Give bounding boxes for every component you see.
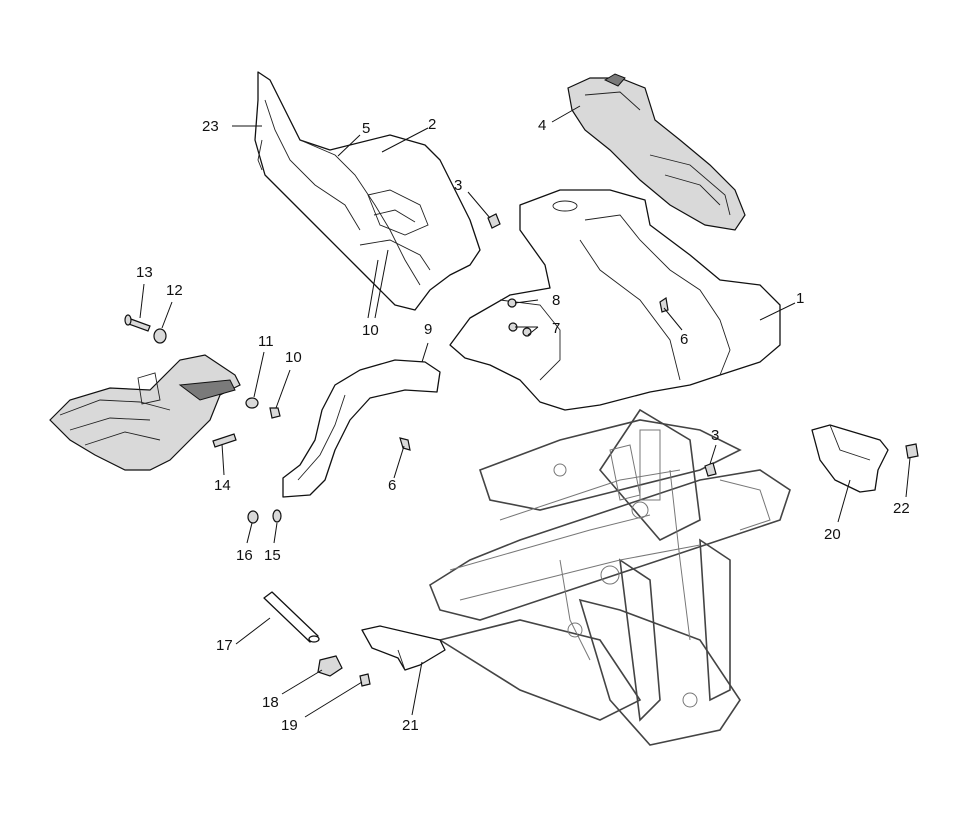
callout-labels: 23 5 2 3 4 1 8 7 6 10 9 13 12 11 10 14 6… — [136, 116, 910, 734]
callout-7: 7 — [552, 320, 560, 337]
callout-9: 9 — [424, 321, 432, 338]
callout-13: 12 — [166, 282, 183, 299]
callout-10: 10 — [362, 322, 379, 339]
callout-14: 13 — [136, 264, 153, 281]
callout-3-upper: 3 — [454, 177, 462, 194]
callout-6-fender: 6 — [680, 331, 688, 348]
callout-16: 15 — [264, 547, 281, 564]
callout-2: 2 — [428, 116, 436, 133]
bracket-right — [811, 424, 889, 493]
chassis-frame — [429, 408, 791, 746]
guard-strip — [282, 359, 441, 498]
callout-17: 16 — [236, 547, 253, 564]
callout-12: 11 — [258, 333, 274, 350]
callout-23: 23 — [202, 118, 219, 135]
callout-3-frame: 3 — [711, 427, 719, 444]
hardware — [124, 213, 919, 687]
callout-20: 19 — [281, 717, 298, 734]
callout-6-clip: 6 — [388, 477, 396, 494]
callout-1: 1 — [796, 290, 804, 307]
callout-11: 10 — [285, 349, 302, 366]
callout-19: 18 — [262, 694, 279, 711]
seat-cover — [567, 73, 746, 231]
side-panel — [254, 71, 481, 311]
footrest — [49, 354, 241, 471]
bracket-lower — [361, 625, 446, 671]
callout-18: 17 — [216, 637, 233, 654]
callout-22: 22 — [893, 500, 910, 517]
rear-fender — [449, 189, 781, 411]
tube — [263, 591, 320, 643]
leader-lines — [139, 105, 911, 718]
callout-5: 5 — [362, 120, 370, 137]
callout-21-right: 20 — [824, 526, 841, 543]
callout-8: 8 — [552, 292, 560, 309]
callout-15: 14 — [214, 477, 231, 494]
callout-21-lower: 21 — [402, 717, 419, 734]
callout-4: 4 — [538, 117, 546, 134]
